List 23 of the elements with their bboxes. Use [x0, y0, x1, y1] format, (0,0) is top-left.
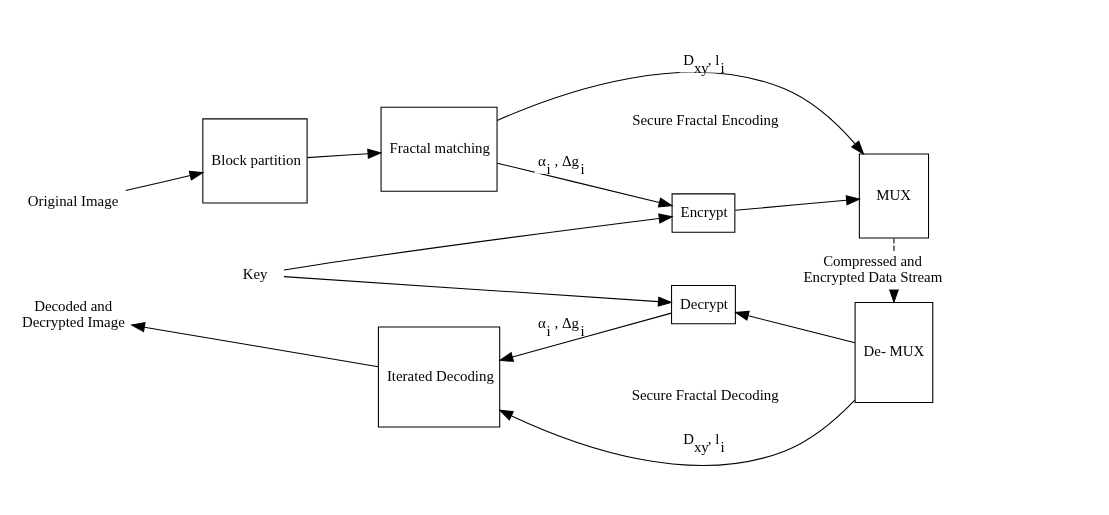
label: Secure Fractal Encoding	[632, 111, 779, 128]
node-box: Fractal matching	[380, 106, 498, 192]
edge-label: Compressed and Encrypted Data Stream	[803, 252, 943, 285]
arrow	[498, 398, 856, 466]
node-box: Block partition	[202, 117, 308, 203]
arrow	[734, 194, 861, 211]
node-text: Key	[242, 265, 268, 282]
arrow	[283, 275, 673, 307]
node-text: Decoded and Decrypted Image	[21, 297, 125, 330]
label: Secure Fractal Decoding	[631, 386, 779, 403]
arrow	[130, 321, 379, 367]
arrow	[734, 310, 856, 343]
node-box: De- MUX	[854, 301, 934, 403]
node-box: Decrypt	[671, 284, 736, 324]
arrow	[496, 162, 674, 208]
arrow	[306, 148, 383, 159]
node-box: MUX	[858, 152, 930, 239]
arrow	[125, 170, 205, 191]
arrow	[496, 71, 865, 155]
node-box: Iterated Decoding	[377, 325, 501, 427]
node-box: Encrypt	[671, 192, 736, 233]
node-text: Original Image	[27, 192, 119, 209]
arrow	[283, 212, 674, 271]
